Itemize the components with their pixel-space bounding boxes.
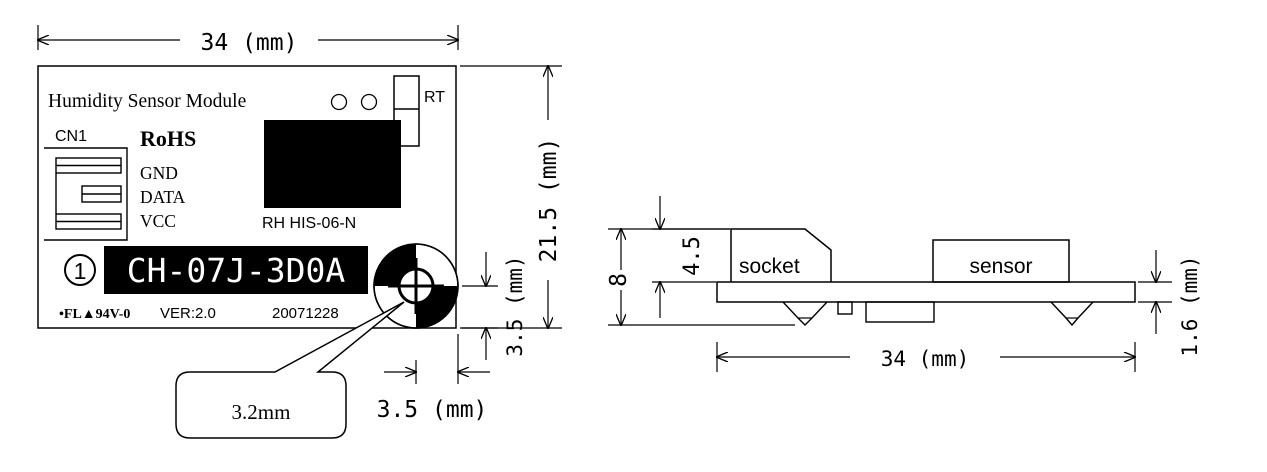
date-code: 20071228 (272, 305, 339, 322)
cn1-connector (44, 147, 128, 241)
side-pin-left (782, 301, 828, 326)
pin-label-gnd: GND (140, 163, 178, 183)
hole-offset-v-label: 3.5 (mm) (503, 255, 527, 356)
side-length-dimension (717, 342, 1135, 372)
sensor-part-label: RH HIS-06-N (262, 215, 356, 232)
sensor-element (264, 120, 401, 208)
board-outline (37, 65, 457, 329)
version-label: VER:2.0 (160, 305, 216, 322)
hole-offset-v-dimension (462, 252, 498, 360)
rohs-mark: RoHS (140, 126, 196, 151)
mount-hole-small-1 (330, 93, 348, 111)
top-height-dimension (460, 66, 562, 328)
ul-mark: •FL▲94V-0 (59, 307, 130, 322)
component-height-label: 4.5 (680, 236, 705, 276)
board-thickness-dimension (1138, 250, 1172, 334)
pin1-marker (64, 254, 96, 286)
side-sensor (932, 239, 1070, 283)
pin1-number: 1 (74, 258, 87, 284)
hole-offset-h-label: 3.5 (mm) (377, 397, 488, 423)
top-height-label: 21.5 (mm) (536, 138, 562, 263)
top-width-dimension (38, 25, 458, 50)
hole-diameter-callout: 3.2mm (232, 400, 291, 424)
board-thickness-label: 1.6 (mm) (1178, 255, 1202, 356)
model-plate (104, 246, 368, 294)
component-height-dimension (652, 196, 730, 318)
side-socket (730, 228, 832, 282)
rt-label: RT (424, 89, 445, 106)
side-pin-right (1050, 301, 1094, 327)
pin-label-vcc: VCC (140, 211, 176, 231)
hole-diameter-callout-balloon (175, 301, 405, 439)
side-smd-part (837, 301, 853, 315)
top-view: 34 (mm) Humidity Sensor Module RT CN1 Ro… (37, 25, 562, 439)
side-length-label: 34 (mm) (881, 347, 970, 371)
socket-label: socket (739, 255, 800, 278)
sensor-label: sensor (969, 255, 1032, 278)
top-width-label: 34 (mm) (201, 30, 298, 56)
side-pcb (716, 281, 1136, 303)
hole-offset-h-dimension (384, 334, 490, 384)
model-number: CH-07J-3D0A (127, 251, 346, 290)
total-height-label: 8 (606, 273, 632, 287)
side-view: socket sensor 8 4.5 (606, 196, 1202, 372)
side-bottom-block (865, 301, 935, 323)
rt-pad-outline (393, 75, 420, 147)
mount-hole-small-2 (360, 93, 378, 111)
module-title: Humidity Sensor Module (48, 91, 246, 112)
pin-label-data: DATA (140, 187, 186, 207)
cn1-label: CN1 (55, 128, 87, 145)
